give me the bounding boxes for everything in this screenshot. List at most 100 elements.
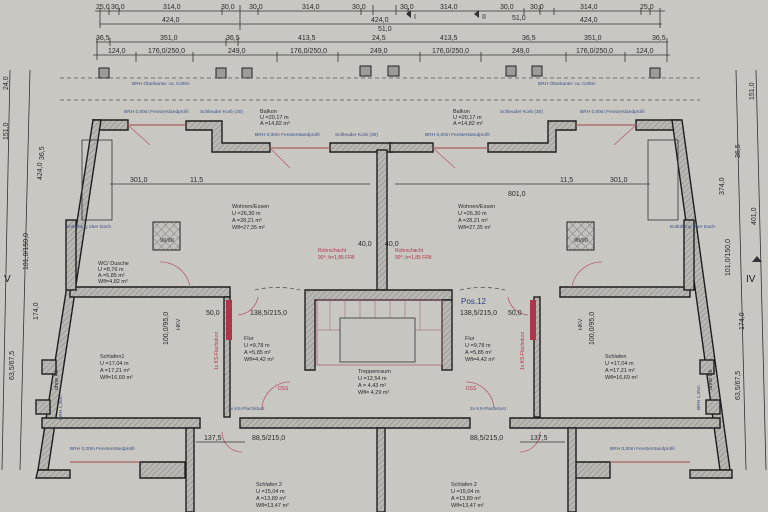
dim-label: 174,0 — [739, 312, 746, 330]
door-arcs — [254, 287, 506, 291]
room-area: A =28,21 m² — [232, 218, 262, 224]
annotation-rohrschacht: 90°; h=1,85 FFB — [318, 255, 355, 261]
annotation-hkv: HKV — [176, 318, 182, 330]
shower-label: 90/90 — [160, 238, 174, 244]
room-wohnen-right: Wohnen/Essen U =26,30 m A =28,21 m² Wfl=… — [458, 204, 495, 231]
dim-label: 101,0/150,0 — [725, 239, 732, 276]
dim-label: 100,0/95,0 — [589, 312, 596, 345]
room-name: Flur — [465, 336, 475, 342]
dim-label: 249,0 — [228, 48, 246, 55]
room-area: A =5,85 m² — [465, 350, 492, 356]
dim-label: 413,5 — [298, 35, 316, 42]
dim-label: 30,0 — [500, 4, 514, 11]
kitchen-counter — [647, 139, 679, 221]
annotation-flachsturz: 1x KS-Flachsturz — [214, 331, 220, 370]
dim-label: 301,0 — [130, 177, 148, 184]
dim-label: 30,0 — [249, 4, 263, 11]
dim-label: 30,0 — [111, 4, 125, 11]
dim-label: 88,5/215,0 — [470, 435, 503, 442]
room-treppenraum: Treppenraum U =12,54 m A = 4,43 m² Wfl= … — [358, 369, 391, 396]
room-perimeter: U =9,78 m — [244, 343, 270, 349]
room-name: Flur — [244, 336, 254, 342]
room-name: Balkon — [453, 109, 470, 115]
position-label: Pos.12 — [461, 297, 486, 306]
room-wc-left: WC/ Dusche U =8,76 m A =5,85 m² Wfl=4,82… — [98, 261, 129, 285]
room-area: A =17,21 m² — [100, 368, 130, 374]
side-dimension-lines: 24,0 151,0 36,5 424,0 174,0 101,0/150,0 … — [1, 69, 767, 471]
kitchen-counter — [81, 139, 113, 221]
room-area: A =5,85 m² — [98, 273, 125, 279]
room-name: Wohnen/Essen — [458, 204, 495, 210]
dim-label: 36,5 — [522, 35, 536, 42]
annotation-rohrschacht: Rohrschacht — [395, 248, 424, 254]
room-area: A =14,82 m² — [260, 121, 290, 127]
room-name: Wohnen/Essen — [232, 204, 269, 210]
dim-label: 100,0/95,0 — [163, 312, 170, 345]
room-name: Schlafen 2 — [256, 482, 282, 488]
room-living-area: Wfl=16,69 m² — [100, 375, 133, 381]
annotation-brh: BRH 1,35m — [696, 385, 702, 410]
dim-label: 314,0 — [580, 4, 598, 11]
dim-label: 36,5 — [226, 35, 240, 42]
room-balkon-left: Balkon U =20,17 m A =14,82 m² — [260, 109, 290, 127]
room-flur-left: Flur U =9,78 m A =5,85 m² Wfl=4,42 m² — [244, 336, 274, 363]
dim-label: 138,5/215,0 — [460, 310, 497, 317]
dim-label: 88,5/215,0 — [252, 435, 285, 442]
dim-label: 63,5/67,5 — [9, 351, 16, 380]
room-perimeter: U =15,04 m — [451, 489, 480, 495]
column-markers — [98, 65, 661, 79]
inner-dimensions: 301,0 11,5 801,0 11,5 301,0 40,0 40,0 13… — [110, 177, 650, 443]
room-perimeter: U =9,78 m — [465, 343, 491, 349]
dim-label: 30,0 — [400, 4, 414, 11]
room-name: Treppenraum — [358, 369, 391, 375]
annotation-schleuder: Schleuder Korb (30) — [200, 109, 243, 115]
room-schlafen2-left: Schlafen 2 U =15,04 m A =13,89 m² Wfl=13… — [256, 482, 289, 509]
room-name: WC/ Dusche — [98, 261, 129, 267]
section-marker-label: IV — [746, 274, 756, 285]
dim-label: 137,5 — [530, 435, 548, 442]
dim-label: 50,0 — [206, 310, 220, 317]
dim-label: 51,0 — [512, 15, 526, 22]
dim-label: 30,0 — [352, 4, 366, 11]
room-area: A = 4,43 m² — [358, 383, 386, 389]
shower-tray — [152, 221, 181, 251]
dim-label: 174,0 — [33, 302, 40, 320]
annotation-fenster: BRH 0,00m Fensterstandprofil — [70, 446, 135, 452]
room-area: A =13,89 m² — [256, 496, 286, 502]
dim-label: 424,0 — [371, 17, 389, 24]
dim-label: 40,0 — [385, 241, 399, 248]
annotation-schleuder: Schleuder Korb (30) — [335, 132, 378, 138]
room-perimeter: U =17,04 m — [100, 361, 129, 367]
dim-label: 36,5 — [735, 144, 742, 158]
dim-label: 413,5 — [440, 35, 458, 42]
section-marker-label: V — [4, 274, 11, 285]
annotation-fenster: BRH 0,00m Fensterstandprofil — [580, 109, 645, 115]
walls — [35, 119, 733, 512]
room-schlafen-right: Schlafen U =17,04 m A =17,21 m² Wfl=16,6… — [605, 354, 638, 381]
dim-label: 314,0 — [440, 4, 458, 11]
dim-label: 101,0/150,0 — [23, 233, 30, 270]
dim-label: 51,0 — [378, 26, 392, 33]
dim-label: 138,5/215,0 — [250, 310, 287, 317]
dim-label: 314,0 — [302, 4, 320, 11]
dim-label: 63,5/67,5 — [735, 371, 742, 400]
dim-label: 176,0/250,0 — [432, 48, 469, 55]
room-perimeter: U =20,17 m — [453, 115, 482, 121]
dim-label: 249,0 — [512, 48, 530, 55]
dim-label: 176,0/250,0 — [290, 48, 327, 55]
top-dimension-lines: 25,0 30,0 314,0 30,0 30,0 314,0 30,0 51,… — [93, 4, 670, 62]
annotation-ohne-rk: ohne Rk — [708, 369, 714, 390]
stair-eye — [339, 317, 416, 363]
section-marker-label: II — [482, 14, 486, 21]
annotation-dss: DSS — [278, 386, 289, 392]
dim-label: 24,0 — [3, 76, 10, 90]
dim-label: 424,0 — [580, 17, 598, 24]
dim-label: 36,5 — [96, 35, 110, 42]
room-living-area: Wfl=13,47 m² — [256, 503, 289, 509]
dim-label: 314,0 — [163, 4, 181, 11]
room-perimeter: U =26,30 m — [232, 211, 261, 217]
dim-label: 36,5 — [39, 146, 46, 160]
room-living-area: Wfl=4,82 m² — [98, 279, 128, 285]
room-name: Schlafen — [605, 354, 626, 360]
annotation-flachsturz: 2x KS-Flachsturz — [470, 406, 507, 412]
